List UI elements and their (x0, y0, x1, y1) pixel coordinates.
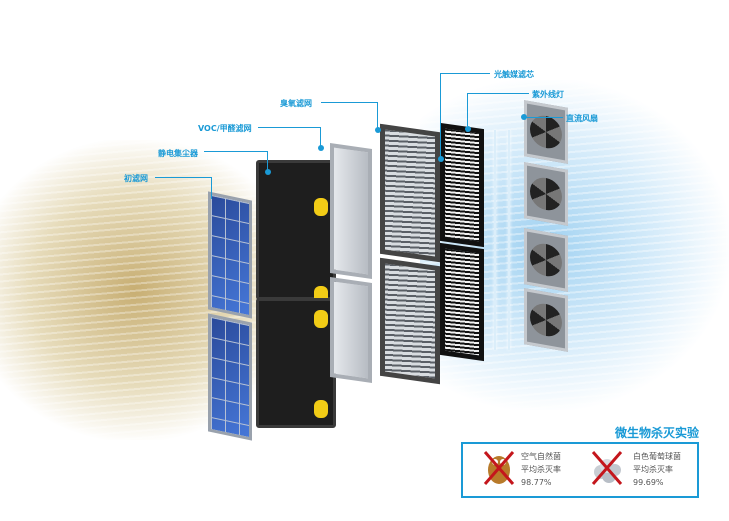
leader-dot (318, 145, 324, 151)
leader-line (321, 102, 378, 103)
leader-dot (265, 169, 271, 175)
label-photocatalyst-filter: 光触媒滤芯 (494, 70, 534, 79)
leader-line (258, 127, 321, 128)
fan-icon (524, 228, 568, 292)
leader-line (440, 73, 441, 158)
label-electrostatic-collector: 静电集尘器 (158, 149, 198, 158)
voc-filter-lower (330, 277, 372, 383)
test-item-label: 平均杀灭率 (633, 465, 673, 474)
test-item-staphylococcus: 白色葡萄球菌 平均杀灭率 99.69% (633, 450, 681, 489)
esp-knob (314, 310, 328, 328)
leader-dot (521, 114, 527, 120)
leader-line (204, 151, 268, 152)
test-item-name: 空气自然菌 (521, 452, 561, 461)
photocatalyst-lower (440, 242, 484, 362)
leader-line (467, 93, 529, 94)
leader-line (467, 93, 468, 126)
fan-icon (524, 288, 568, 352)
leader-line (320, 127, 321, 147)
uv-lamp-tube (508, 130, 510, 350)
fan-icon (524, 162, 568, 226)
leader-line (524, 117, 563, 118)
pre-filter-upper (208, 191, 252, 319)
leader-line (440, 73, 490, 74)
leader-line (267, 151, 268, 172)
test-title: 微生物杀灭实验 (614, 426, 699, 440)
label-voc-filter: VOC/甲醛滤网 (198, 124, 252, 133)
test-item-rate: 98.77% (521, 478, 552, 487)
esp-upper (256, 160, 336, 300)
leader-dot (375, 127, 381, 133)
uv-lamp-tube (494, 130, 496, 350)
leader-line (211, 177, 212, 199)
photocatalyst-upper (440, 122, 484, 248)
esp-knob (314, 400, 328, 418)
bacteria-icon (483, 451, 515, 485)
staphylococcus-icon (591, 451, 623, 485)
fan-icon (524, 100, 568, 164)
leader-line (377, 102, 378, 129)
label-dc-fan: 直流风扇 (566, 114, 598, 123)
label-ozone-filter: 臭氧滤网 (280, 99, 312, 108)
leader-dot (438, 156, 444, 162)
test-item-air-bacteria: 空气自然菌 平均杀灭率 98.77% (521, 450, 561, 489)
leader-line (155, 177, 212, 178)
test-item-label: 平均杀灭率 (521, 465, 561, 474)
test-results-box: 空气自然菌 平均杀灭率 98.77% 白色葡萄球菌 平均杀灭率 99.69% (461, 442, 699, 498)
test-item-rate: 99.69% (633, 478, 664, 487)
dirty-airflow-streaks (0, 140, 300, 440)
label-uv-lamp: 紫外线灯 (532, 90, 564, 99)
voc-filter-upper (330, 143, 372, 279)
ozone-filter-upper (380, 123, 440, 263)
esp-knob (314, 198, 328, 216)
ozone-filter-lower (380, 257, 440, 385)
pre-filter-lower (208, 313, 252, 441)
leader-dot (465, 126, 471, 132)
label-pre-filter: 初滤网 (124, 174, 148, 183)
test-item-name: 白色葡萄球菌 (633, 452, 681, 461)
